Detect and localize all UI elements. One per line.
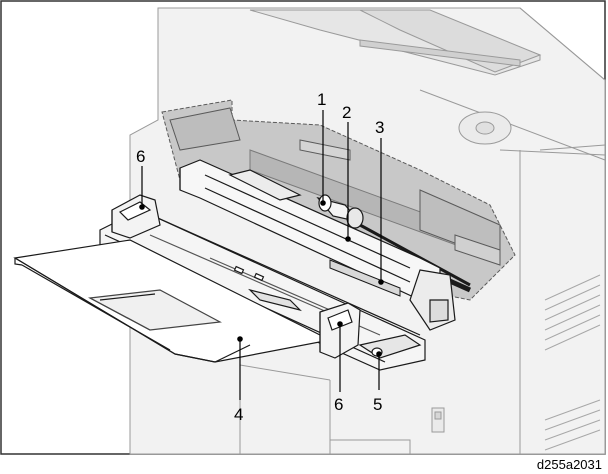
tray-extension <box>13 239 332 363</box>
callout-1: 1 <box>317 90 326 109</box>
front-connector <box>431 407 445 433</box>
callout-3: 3 <box>375 118 384 137</box>
figure-id-label: d255a2031 <box>536 457 602 472</box>
separation-pad <box>329 259 401 297</box>
callout-5: 5 <box>373 395 382 414</box>
callout-6-lower: 6 <box>334 395 343 414</box>
callout-2: 2 <box>342 103 351 122</box>
callout-4: 4 <box>234 405 243 424</box>
paper-feed-unit <box>161 99 516 301</box>
leader-lines <box>139 110 384 400</box>
paper-feed-roller <box>316 194 364 229</box>
callout-6-upper: 6 <box>136 147 145 166</box>
paper-guide-left <box>111 194 161 239</box>
upper-guide-frame <box>179 159 456 331</box>
vent-grille-upper <box>544 274 601 351</box>
vent-grille-lower <box>544 399 601 451</box>
